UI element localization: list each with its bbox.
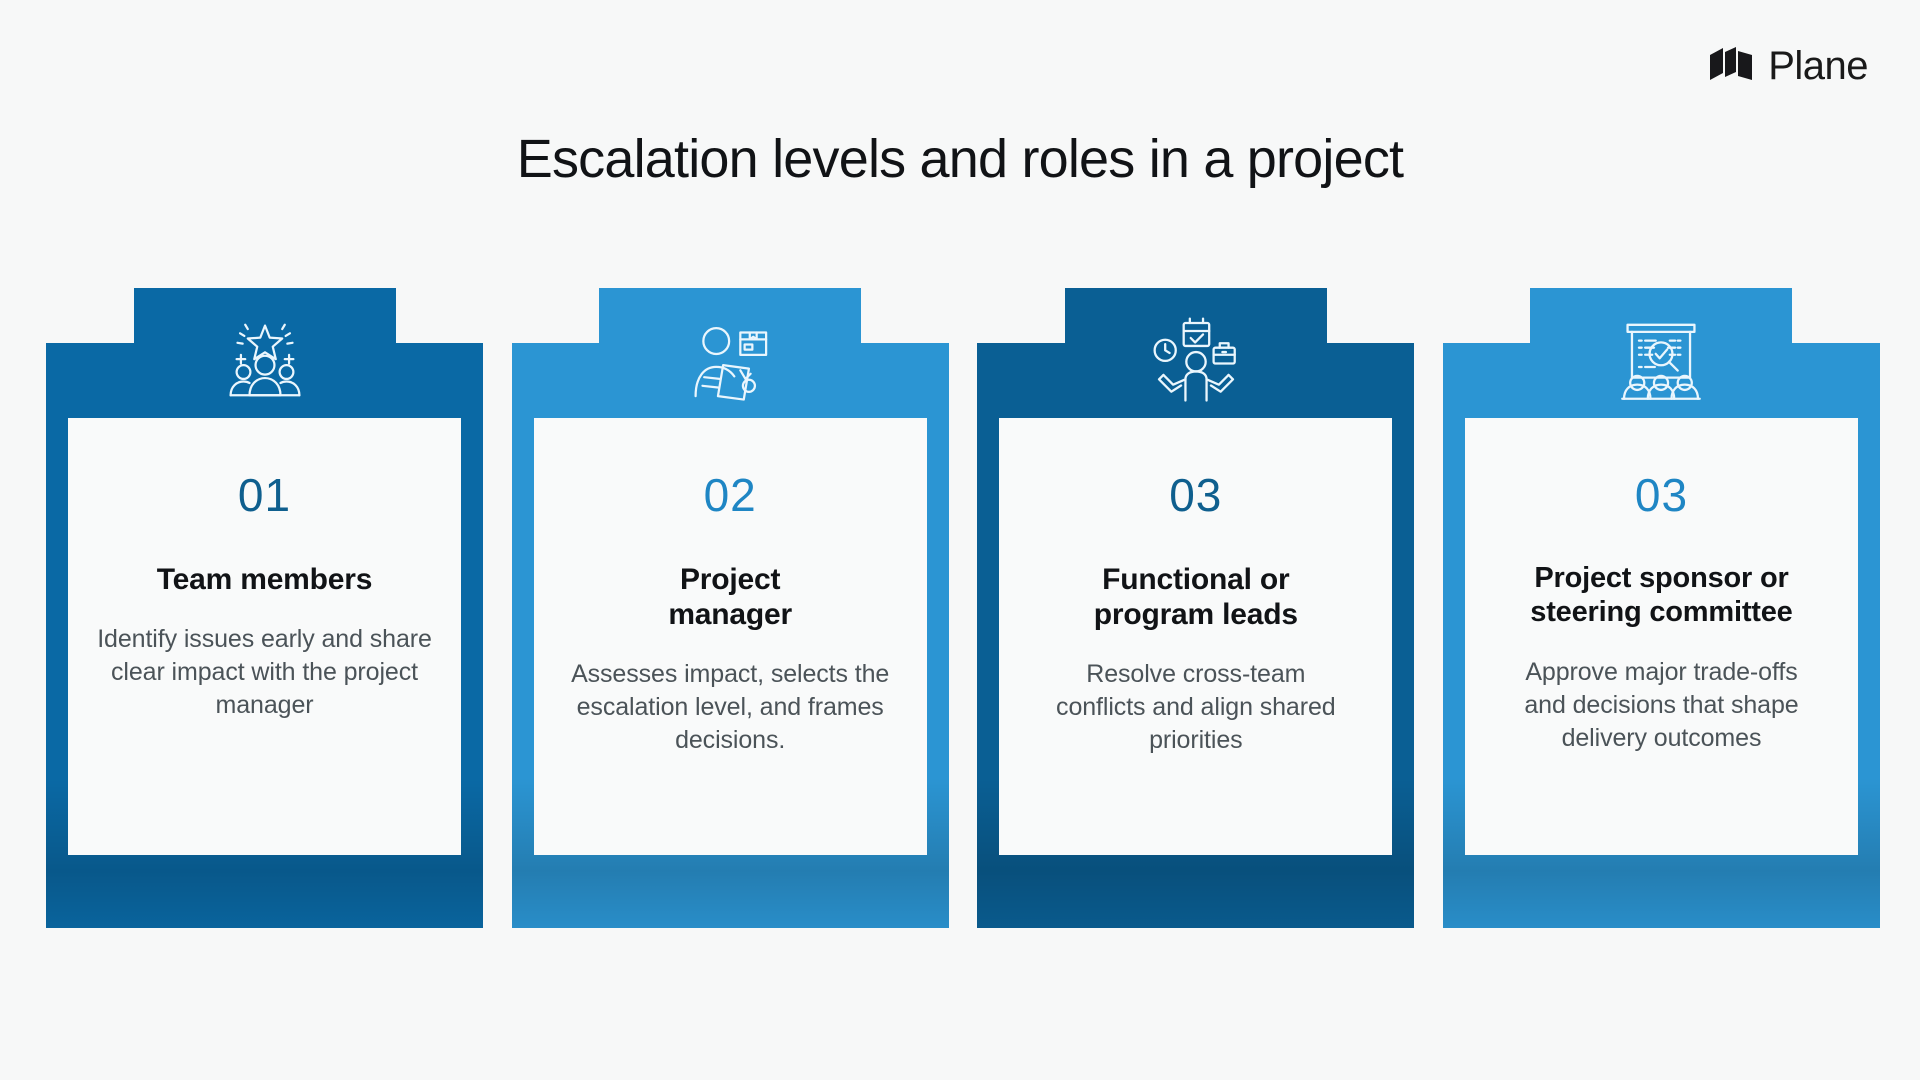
escalation-card-4: 03 Project sponsor or steering committee…: [1442, 288, 1880, 928]
team-star-icon: [222, 317, 308, 403]
card-heading: Project sponsor or steering committee: [1530, 562, 1793, 628]
escalation-card-1: 01 Team members Identify issues early an…: [46, 288, 483, 928]
card-icon-tab: [1530, 288, 1793, 431]
card-icon-tab: [599, 288, 862, 431]
card-content: 03 Project sponsor or steering committee…: [1464, 418, 1858, 855]
card-heading: Project manager: [668, 563, 792, 632]
card-heading: Functional or program leads: [1093, 563, 1298, 632]
escalation-card-3: 03 Functional or program leads Resolve c…: [977, 288, 1415, 928]
escalation-card-2: 02 Project manager Assesses impact, sele…: [511, 288, 949, 928]
card-description: Approve major trade-offs and decisions t…: [1524, 657, 1799, 752]
person-clipboard-package-icon: [687, 317, 773, 403]
card-content: 02 Project manager Assesses impact, sele…: [533, 418, 927, 855]
brand-logo: Plane: [1708, 44, 1868, 89]
card-heading: Team members: [156, 563, 373, 596]
card-row: 01 Team members Identify issues early an…: [46, 288, 1880, 928]
card-description: Identify issues early and share clear im…: [97, 625, 432, 720]
card-number: 03: [1169, 469, 1223, 521]
card-icon-tab: [133, 288, 396, 431]
card-number: 02: [703, 469, 757, 521]
page-title: Escalation levels and roles in a project: [516, 129, 1404, 189]
brand-name: Plane: [1768, 44, 1868, 88]
person-juggling-clock-calendar-briefcase-icon: [1152, 316, 1240, 404]
plane-logo-mark-icon: [1708, 46, 1754, 87]
card-content: 01 Team members Identify issues early an…: [68, 418, 461, 855]
card-number: 03: [1634, 469, 1689, 521]
card-number: 01: [237, 469, 292, 521]
card-description: Assesses impact, selects the escalation …: [571, 660, 890, 755]
presentation-review-audience-icon: [1617, 316, 1705, 404]
card-content: 03 Functional or program leads Resolve c…: [999, 418, 1393, 855]
card-icon-tab: [1064, 288, 1327, 431]
card-description: Resolve cross-team conflicts and align s…: [1056, 660, 1336, 755]
